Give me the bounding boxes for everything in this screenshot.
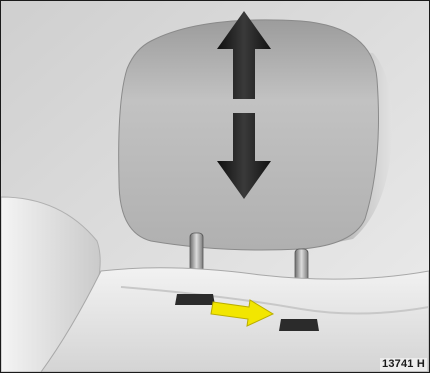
seat-backrest xyxy=(41,268,429,372)
figure-reference-code: 13741 H xyxy=(380,358,427,371)
post-guide-left xyxy=(175,294,215,305)
post-guide-right xyxy=(279,319,319,331)
